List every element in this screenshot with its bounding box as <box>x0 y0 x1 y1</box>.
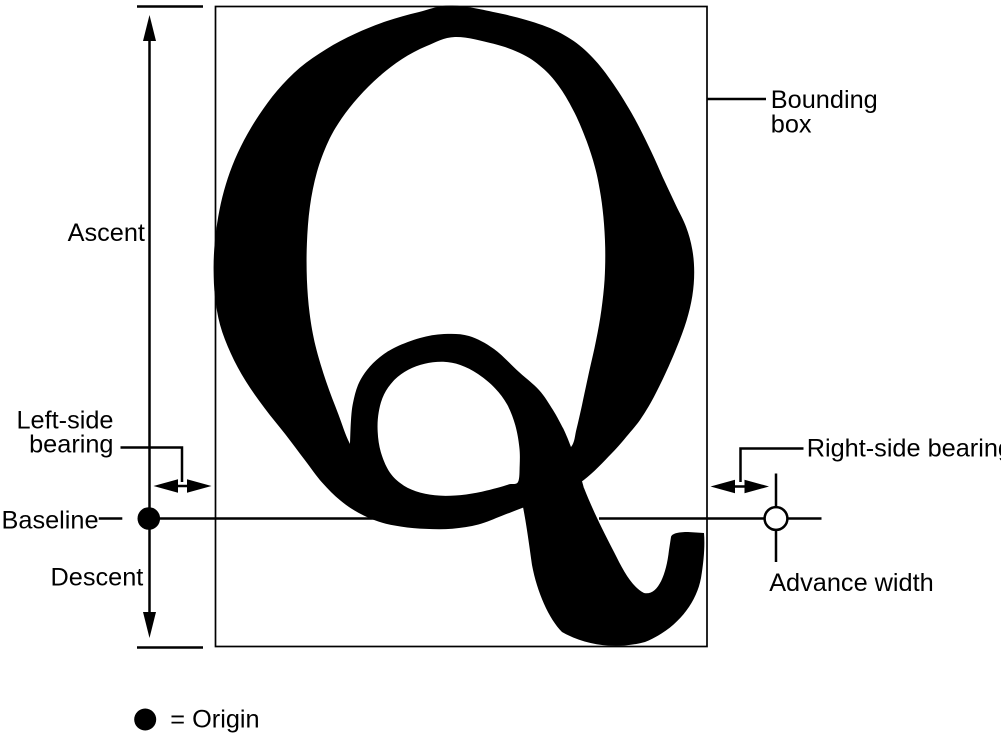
svg-text:Ascent: Ascent <box>68 219 145 247</box>
svg-text:Advance width: Advance width <box>769 569 934 597</box>
svg-text:Right-side bearing: Right-side bearing <box>807 435 1001 463</box>
svg-text:bearing: bearing <box>29 431 113 459</box>
svg-text:Left-side: Left-side <box>16 407 113 435</box>
svg-text:= Origin: = Origin <box>170 706 259 734</box>
svg-text:Baseline: Baseline <box>2 507 99 535</box>
svg-text:Bounding: Bounding <box>771 86 878 114</box>
svg-text:Descent: Descent <box>51 563 144 591</box>
svg-text:box: box <box>771 110 812 138</box>
